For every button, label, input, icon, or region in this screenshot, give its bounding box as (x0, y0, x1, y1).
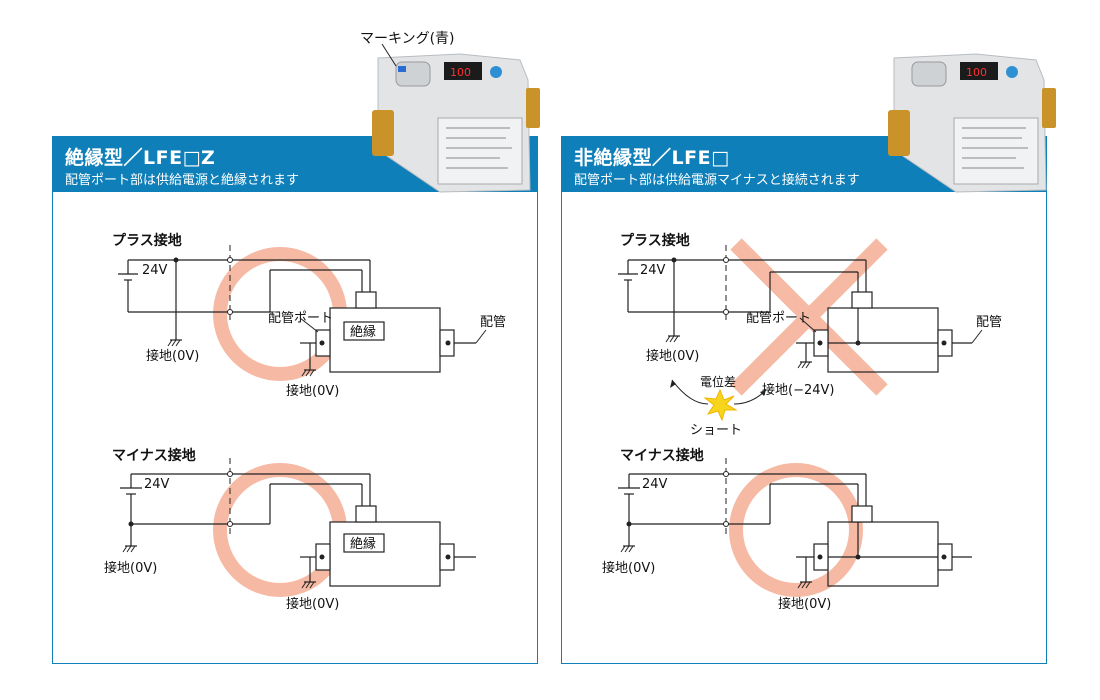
non-insulated-type-title: 非絶縁型／LFE□ (574, 147, 730, 169)
non-insulated-type-panel: 非絶縁型／LFE□ 配管ポート部は供給電源マイナスと接続されます (561, 136, 1047, 664)
non-insulated-type-subtitle: 配管ポート部は供給電源マイナスと接続されます (574, 173, 860, 188)
potential-difference-label: 電位差 (700, 374, 736, 389)
insulated-device-illustration: 100 (372, 43, 540, 193)
left-plus-pipe-label: 配管 (480, 315, 506, 330)
insulated-type-title: 絶縁型／LFE□Z (65, 147, 216, 169)
left-minus-voltage: 24V (144, 477, 170, 492)
insulated-type-subtitle: 配管ポート部は供給電源と絶縁されます (65, 173, 300, 188)
left-minus-ground-b: 接地(0V) (286, 596, 339, 612)
right-minus-ground-a: 接地(0V) (602, 560, 655, 576)
left-minus-diagram: マイナス接地 24V 接地(0V) 絶縁 接地(0V) (104, 447, 476, 612)
left-plus-ground-b: 接地(0V) (286, 383, 339, 399)
right-minus-ground-b: 接地(0V) (778, 596, 831, 612)
left-plus-heading: プラス接地 (112, 232, 182, 249)
ok-circle-mark (729, 463, 863, 597)
left-minus-insulation: 絶縁 (350, 536, 376, 552)
blue-marking-icon (398, 66, 406, 72)
short-spark-icon (703, 388, 738, 422)
left-plus-diagram: プラス接地 24V 接地(0V) 絶縁 配管ポート 配管 (112, 232, 506, 399)
right-plus-voltage: 24V (640, 263, 666, 278)
right-minus-heading: マイナス接地 (620, 447, 704, 464)
insulated-type-panel: 絶縁型／LFE□Z 配管ポート部は供給電源と絶縁されます (52, 136, 538, 664)
short-label: ショート (690, 423, 742, 438)
right-plus-ground-a: 接地(0V) (646, 348, 699, 364)
ok-circle-mark (213, 463, 347, 597)
svg-text:100: 100 (450, 66, 471, 79)
non-insulated-device-illustration: 100 (888, 53, 1056, 193)
svg-text:100: 100 (966, 66, 987, 79)
right-plus-ground-b: 接地(−24V) (762, 382, 834, 398)
right-plus-diagram: プラス接地 24V 接地(0V) 配管ポート 配管 (618, 232, 1002, 438)
right-plus-heading: プラス接地 (620, 232, 690, 249)
marking-label: マーキング(青) (360, 31, 455, 47)
right-minus-voltage: 24V (642, 477, 668, 492)
right-plus-pipe-label: 配管 (976, 315, 1002, 330)
right-plus-port-label: 配管ポート (746, 311, 811, 326)
left-plus-insulation: 絶縁 (350, 324, 376, 340)
left-minus-heading: マイナス接地 (112, 447, 196, 464)
left-minus-ground-a: 接地(0V) (104, 560, 157, 576)
left-plus-voltage: 24V (142, 263, 168, 278)
left-plus-ground-a: 接地(0V) (146, 348, 199, 364)
right-minus-diagram: マイナス接地 24V 接地(0V) 接地(0V) (602, 447, 972, 612)
